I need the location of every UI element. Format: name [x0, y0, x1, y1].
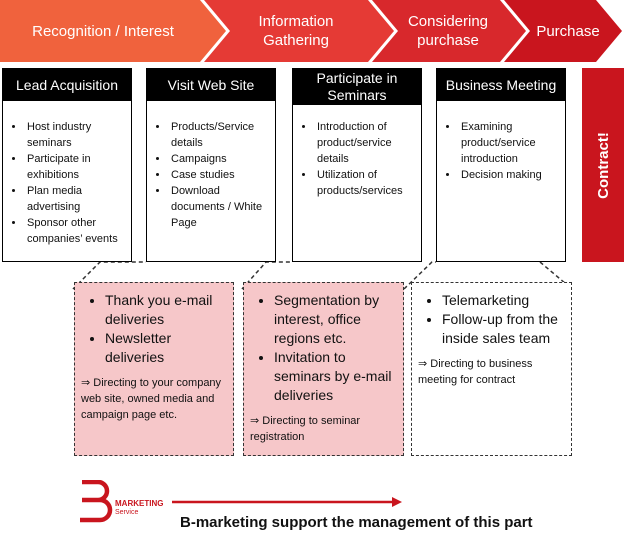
card-lead-acquisition: Lead Acquisition Host industry seminars …: [2, 68, 132, 262]
list-item: Telemarketing: [442, 291, 565, 310]
connector-2: [241, 261, 292, 290]
list-item: Utilization of products/services: [315, 167, 421, 199]
stage-arrow-4: [504, 0, 622, 62]
list-item: Examining product/service introduction: [459, 119, 565, 167]
card-list: Host industry seminars Participate in ex…: [3, 119, 131, 247]
list-item: Products/Service details: [169, 119, 275, 151]
stage-arrow-1: [0, 0, 226, 62]
list-item: Thank you e-mail deliveries: [105, 291, 227, 329]
support-list: Thank you e-mail deliveries Newsletter d…: [81, 291, 227, 367]
logo-wordmark: MARKETING Service: [115, 499, 163, 517]
card-participate-seminars: Participate in Seminars Introduction of …: [292, 68, 422, 262]
list-item: Participate in exhibitions: [25, 151, 131, 183]
card-title: Visit Web Site: [147, 69, 275, 101]
red-arrow-head: [392, 497, 402, 507]
list-item: Host industry seminars: [25, 119, 131, 151]
stage-arrow-bar: [0, 0, 622, 62]
card-title: Participate in Seminars: [293, 69, 421, 105]
list-item: Sponsor other companies’ events: [25, 215, 131, 247]
connector-1: [72, 261, 146, 290]
stage-label-considering: Considering purchase: [407, 13, 489, 49]
list-item: Decision making: [459, 167, 565, 183]
card-list: Examining product/service introduction D…: [437, 119, 565, 183]
list-item: Campaigns: [169, 151, 275, 167]
logo-b-mark: [80, 480, 113, 523]
list-item: Follow-up from the inside sales team: [442, 310, 565, 348]
stage-arrow-3: [372, 0, 526, 62]
list-item: Case studies: [169, 167, 275, 183]
support-note: ⇒ Directing to business meeting for cont…: [418, 358, 533, 386]
logo-brand: MARKETING: [115, 499, 164, 508]
list-item: Invitation to seminars by e-mail deliver…: [274, 348, 397, 405]
contract-banner: Contract!: [582, 68, 624, 262]
connector-3: [403, 261, 436, 290]
support-list: Telemarketing Follow-up from the inside …: [418, 291, 565, 348]
card-list: Introduction of product/service details …: [293, 119, 421, 199]
stage-label-recognition: Recognition / Interest: [32, 22, 174, 40]
support-box-telemarketing: Telemarketing Follow-up from the inside …: [411, 282, 572, 456]
list-item: Newsletter deliveries: [105, 329, 227, 367]
card-title: Lead Acquisition: [3, 69, 131, 101]
list-item: Segmentation by interest, office regions…: [274, 291, 397, 348]
stage-arrow-2: [204, 0, 394, 62]
list-item: Download documents / White Page: [169, 183, 275, 231]
stage-label-purchase: Purchase: [536, 22, 600, 40]
stage-label-information: Information Gathering: [258, 13, 334, 49]
card-business-meeting: Business Meeting Examining product/servi…: [436, 68, 566, 262]
support-list: Segmentation by interest, office regions…: [250, 291, 397, 405]
support-box-seminar: Segmentation by interest, office regions…: [243, 282, 404, 456]
b-marketing-logo: [80, 480, 402, 523]
list-item: Plan media advertising: [25, 183, 131, 215]
support-note: ⇒ Directing to your company web site, ow…: [81, 377, 222, 421]
support-box-email: Thank you e-mail deliveries Newsletter d…: [74, 282, 234, 456]
logo-brand-sub: Service: [115, 509, 139, 516]
list-item: Introduction of product/service details: [315, 119, 421, 167]
footer-caption: B-marketing support the management of th…: [180, 514, 533, 531]
support-note: ⇒ Directing to seminar registration: [250, 415, 361, 443]
card-list: Products/Service details Campaigns Case …: [147, 119, 275, 231]
card-visit-web-site: Visit Web Site Products/Service details …: [146, 68, 276, 262]
contract-label: Contract!: [594, 131, 612, 199]
card-title: Business Meeting: [437, 69, 565, 101]
